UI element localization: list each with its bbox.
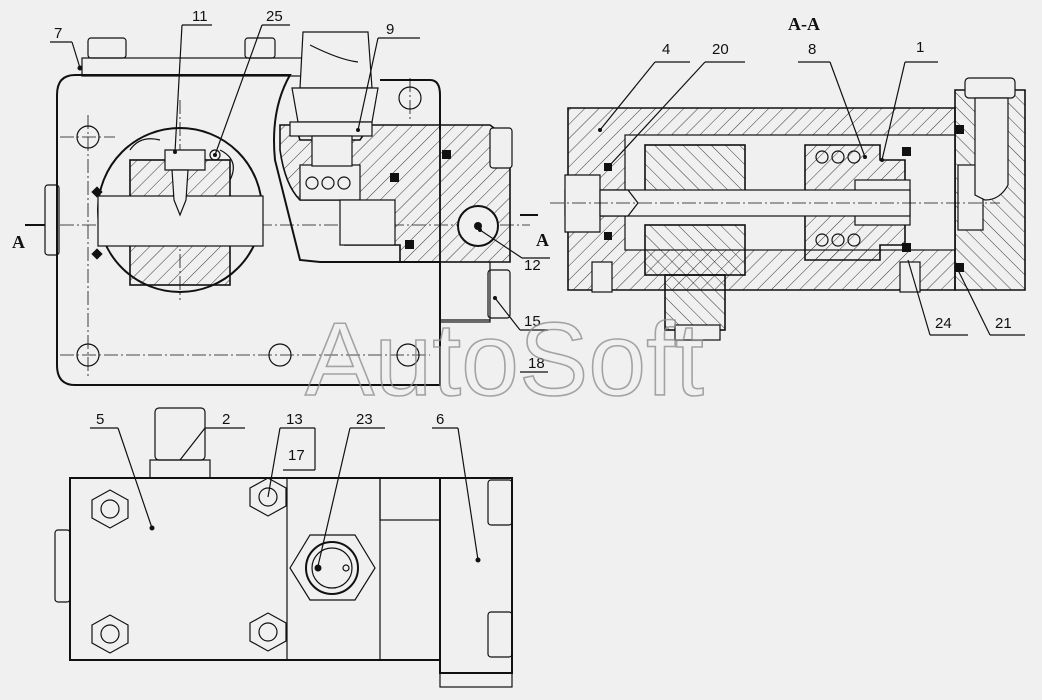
callout-2: 2 — [222, 411, 230, 428]
callout-8: 8 — [808, 41, 816, 58]
callout-17: 17 — [288, 447, 305, 464]
callout-4: 4 — [662, 41, 670, 58]
section-title: A-A — [788, 14, 820, 34]
callout-21: 21 — [995, 315, 1012, 332]
section-mark-left: A — [12, 232, 25, 252]
callout-13: 13 — [286, 411, 303, 428]
callout-6: 6 — [436, 411, 444, 428]
callout-18: 18 — [528, 355, 545, 372]
callout-7: 7 — [54, 25, 62, 42]
callout-20: 20 — [712, 41, 729, 58]
section-mark-right: A — [536, 230, 549, 250]
callout-9: 9 — [386, 21, 394, 38]
callout-15: 15 — [524, 313, 541, 330]
callout-labels: 7 11 25 9 12 15 18 4 20 8 1 24 21 5 2 13… — [54, 8, 1012, 464]
callout-23: 23 — [356, 411, 373, 428]
callout-25: 25 — [266, 8, 283, 25]
watermark: AutoSoft — [305, 302, 704, 418]
bottom-view — [54, 407, 513, 688]
callout-12: 12 — [524, 257, 541, 274]
callout-24: 24 — [935, 315, 952, 332]
leader-lines — [50, 24, 1025, 567]
front-view — [25, 31, 538, 386]
callout-11: 11 — [192, 8, 208, 25]
callout-1: 1 — [916, 39, 924, 56]
section-a-a-view — [550, 77, 1026, 341]
callout-5: 5 — [96, 411, 104, 428]
